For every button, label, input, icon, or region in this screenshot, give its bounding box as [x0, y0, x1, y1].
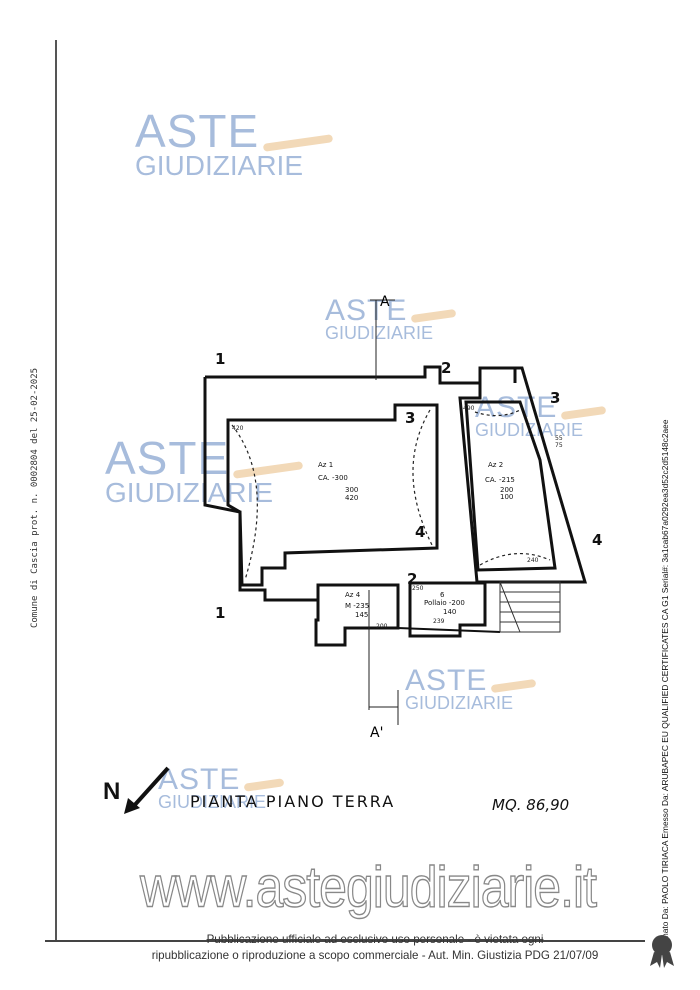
room-az2-outer-wall [458, 366, 588, 584]
view-marker-2: 2 [407, 570, 417, 588]
room-6-wall [408, 581, 487, 638]
watermark-logo: ASTE GIUDIZIARIE [158, 765, 285, 811]
seal-rosette-icon [650, 935, 674, 968]
room-dim: 420 [345, 494, 358, 502]
page-border-left [55, 40, 57, 940]
dimension-label: 75 [555, 442, 563, 449]
view-marker-3: 3 [405, 409, 415, 427]
room-code: 6 [440, 591, 445, 599]
room-dim: 100 [500, 493, 513, 501]
section-label-a-prime: A' [370, 725, 383, 741]
section-label-a: A [380, 294, 390, 310]
dimension-label: 55 [555, 435, 563, 442]
room-ca: CA. -300 [318, 474, 348, 482]
main-outer-wall [205, 365, 517, 385]
stairs [499, 581, 561, 633]
footer-line-2: ripubblicazione o riproduzione a scopo c… [151, 949, 599, 962]
room-code: Az 2 [488, 461, 503, 469]
watermark-logo: ASTE GIUDIZIARIE [105, 435, 304, 507]
room-az4-wall [314, 583, 400, 647]
dimension-label: 200 [376, 623, 388, 630]
north-label: N [103, 778, 121, 805]
door-swing [479, 552, 551, 566]
view-marker-1: 1 [215, 604, 225, 622]
watermark-website: www.astegiudiziarie.it [139, 854, 597, 920]
view-marker-1: 1 [215, 350, 225, 368]
room-dim: 145 [355, 611, 368, 619]
room-az2-inner-wall [464, 400, 557, 572]
view-marker-4: 4 [415, 523, 425, 541]
door-swing [231, 424, 258, 581]
plan-area: MQ. 86,90 [492, 796, 570, 814]
room-ca: M -235 [345, 602, 369, 610]
room-dim: 140 [443, 608, 456, 616]
door-swing [412, 409, 433, 546]
dimension-label: 490 [463, 405, 475, 412]
watermark-logo: ASTE GIUDIZIARIE [135, 108, 334, 180]
room-dim: 300 [345, 486, 358, 494]
room-ca: CA. -215 [485, 476, 515, 484]
footer-line-1: Pubblicazione ufficiale ad esclusivo uso… [206, 933, 544, 946]
page-border-bottom [45, 940, 645, 942]
dimension-label: 250 [412, 585, 424, 592]
view-marker-4: 4 [592, 531, 602, 549]
main-left-wall [203, 377, 300, 602]
room-dim: 200 [500, 486, 513, 494]
footer-disclaimer: Pubblicazione ufficiale ad esclusivo uso… [140, 932, 610, 964]
watermark-logo: ASTE GIUDIZIARIE [405, 666, 537, 712]
dimension-label: 239 [433, 618, 445, 625]
room-ca: Pollaio -200 [424, 599, 465, 607]
room-code: Az 1 [318, 461, 333, 469]
door-swing [474, 409, 521, 417]
view-marker-3: 3 [550, 389, 560, 407]
room-az1-wall [226, 403, 439, 587]
north-arrow-icon [124, 766, 170, 814]
dimension-label: 240 [527, 557, 539, 564]
plan-title: PIANTA PIANO TERRA [190, 792, 396, 811]
view-marker-2: 2 [441, 359, 451, 377]
room-code: Az 4 [345, 591, 361, 599]
dimension-label: 420 [232, 425, 244, 432]
